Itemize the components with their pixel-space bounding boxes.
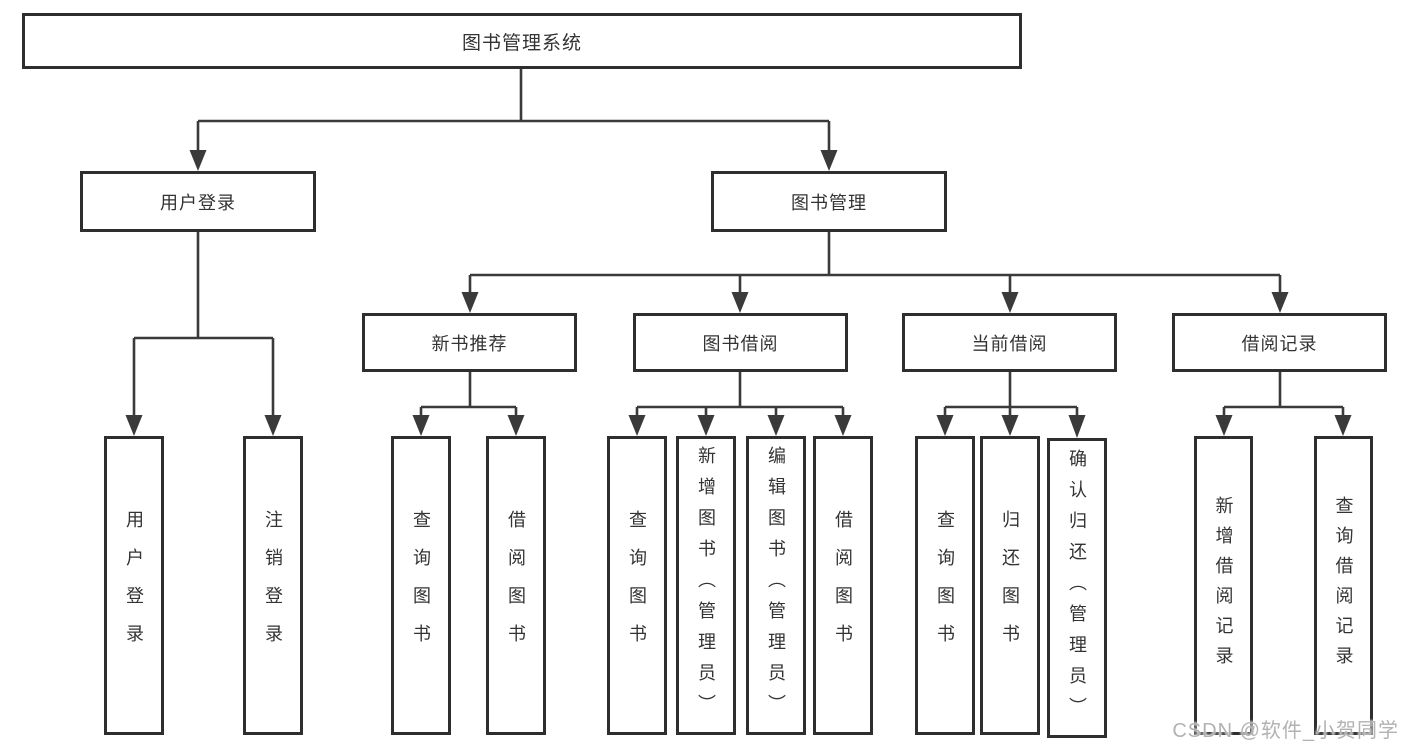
- arrowhead-icon: [936, 415, 954, 436]
- node-label: 查询图书: [627, 509, 647, 662]
- arrowhead-icon: [697, 415, 715, 436]
- node-label: 确认归还（管理员）: [1067, 448, 1087, 728]
- arrowhead-icon: [1334, 415, 1352, 436]
- node-leaf-query-book-3: 查询图书: [915, 436, 975, 735]
- csdn-watermark: CSDN @软件_小贺同学: [1172, 720, 1399, 742]
- node-label: 借阅图书: [833, 509, 853, 662]
- node-label: 新增图书（管理员）: [696, 446, 716, 725]
- node-leaf-edit-book-admin: 编辑图书（管理员）: [746, 436, 806, 735]
- arrowhead-icon: [507, 415, 525, 436]
- arrowhead-icon: [1001, 415, 1019, 436]
- node-label: 查询图书: [935, 509, 955, 662]
- node-leaf-borrow-book-1: 借阅图书: [486, 436, 546, 735]
- node-library-system: 图书管理系统: [22, 13, 1022, 69]
- node-user-login: 用户登录: [80, 171, 316, 232]
- node-leaf-return-book: 归还图书: [980, 436, 1040, 735]
- node-label: 新书推荐: [431, 333, 508, 354]
- node-book-borrow: 图书借阅: [633, 313, 848, 372]
- arrowhead-icon: [125, 415, 143, 436]
- node-label: 图书管理: [791, 192, 867, 213]
- arrowhead-icon: [834, 415, 852, 436]
- node-new-book-recommend: 新书推荐: [362, 313, 577, 372]
- arrowhead-icon: [820, 150, 838, 171]
- node-label: 编辑图书（管理员）: [766, 446, 786, 725]
- node-borrow-records: 借阅记录: [1172, 313, 1387, 372]
- node-label: 用户登录: [160, 192, 236, 213]
- node-label: 用户登录: [124, 509, 144, 662]
- arrowhead-icon: [1271, 292, 1289, 313]
- arrowhead-icon: [1215, 415, 1233, 436]
- node-leaf-borrow-book-2: 借阅图书: [813, 436, 873, 735]
- arrowhead-icon: [264, 415, 282, 436]
- node-label: 查询图书: [411, 509, 431, 662]
- node-label: 查询借阅记录: [1333, 495, 1354, 676]
- node-label: 新增借阅记录: [1213, 495, 1234, 676]
- node-label: 注销登录: [263, 509, 283, 662]
- node-leaf-query-borrow-record: 查询借阅记录: [1314, 436, 1373, 735]
- node-leaf-logout: 注销登录: [243, 436, 303, 735]
- node-label: 借阅图书: [506, 509, 526, 662]
- node-book-management: 图书管理: [711, 171, 947, 232]
- node-label: 归还图书: [1000, 509, 1020, 662]
- arrowhead-icon: [461, 292, 479, 313]
- node-label: 图书借阅: [702, 333, 779, 354]
- node-current-borrow: 当前借阅: [902, 313, 1117, 372]
- node-leaf-add-book-admin: 新增图书（管理员）: [676, 436, 736, 735]
- arrowhead-icon: [1001, 292, 1019, 313]
- arrowhead-icon: [412, 415, 430, 436]
- node-leaf-user-login: 用户登录: [104, 436, 164, 735]
- arrowhead-icon: [1068, 415, 1086, 438]
- arrowhead-icon: [628, 415, 646, 436]
- node-label: 图书管理系统: [461, 32, 582, 54]
- node-leaf-confirm-return-admin: 确认归还（管理员）: [1047, 438, 1107, 738]
- node-label: 借阅记录: [1241, 333, 1318, 354]
- arrowhead-icons: [125, 150, 1352, 438]
- arrowhead-icon: [767, 415, 785, 436]
- node-leaf-query-book-1: 查询图书: [391, 436, 451, 735]
- arrowhead-icon: [731, 292, 749, 313]
- node-leaf-query-book-2: 查询图书: [607, 436, 667, 735]
- node-label: 当前借阅: [971, 333, 1048, 354]
- node-leaf-add-borrow-record: 新增借阅记录: [1194, 436, 1253, 735]
- arrowhead-icon: [189, 150, 207, 171]
